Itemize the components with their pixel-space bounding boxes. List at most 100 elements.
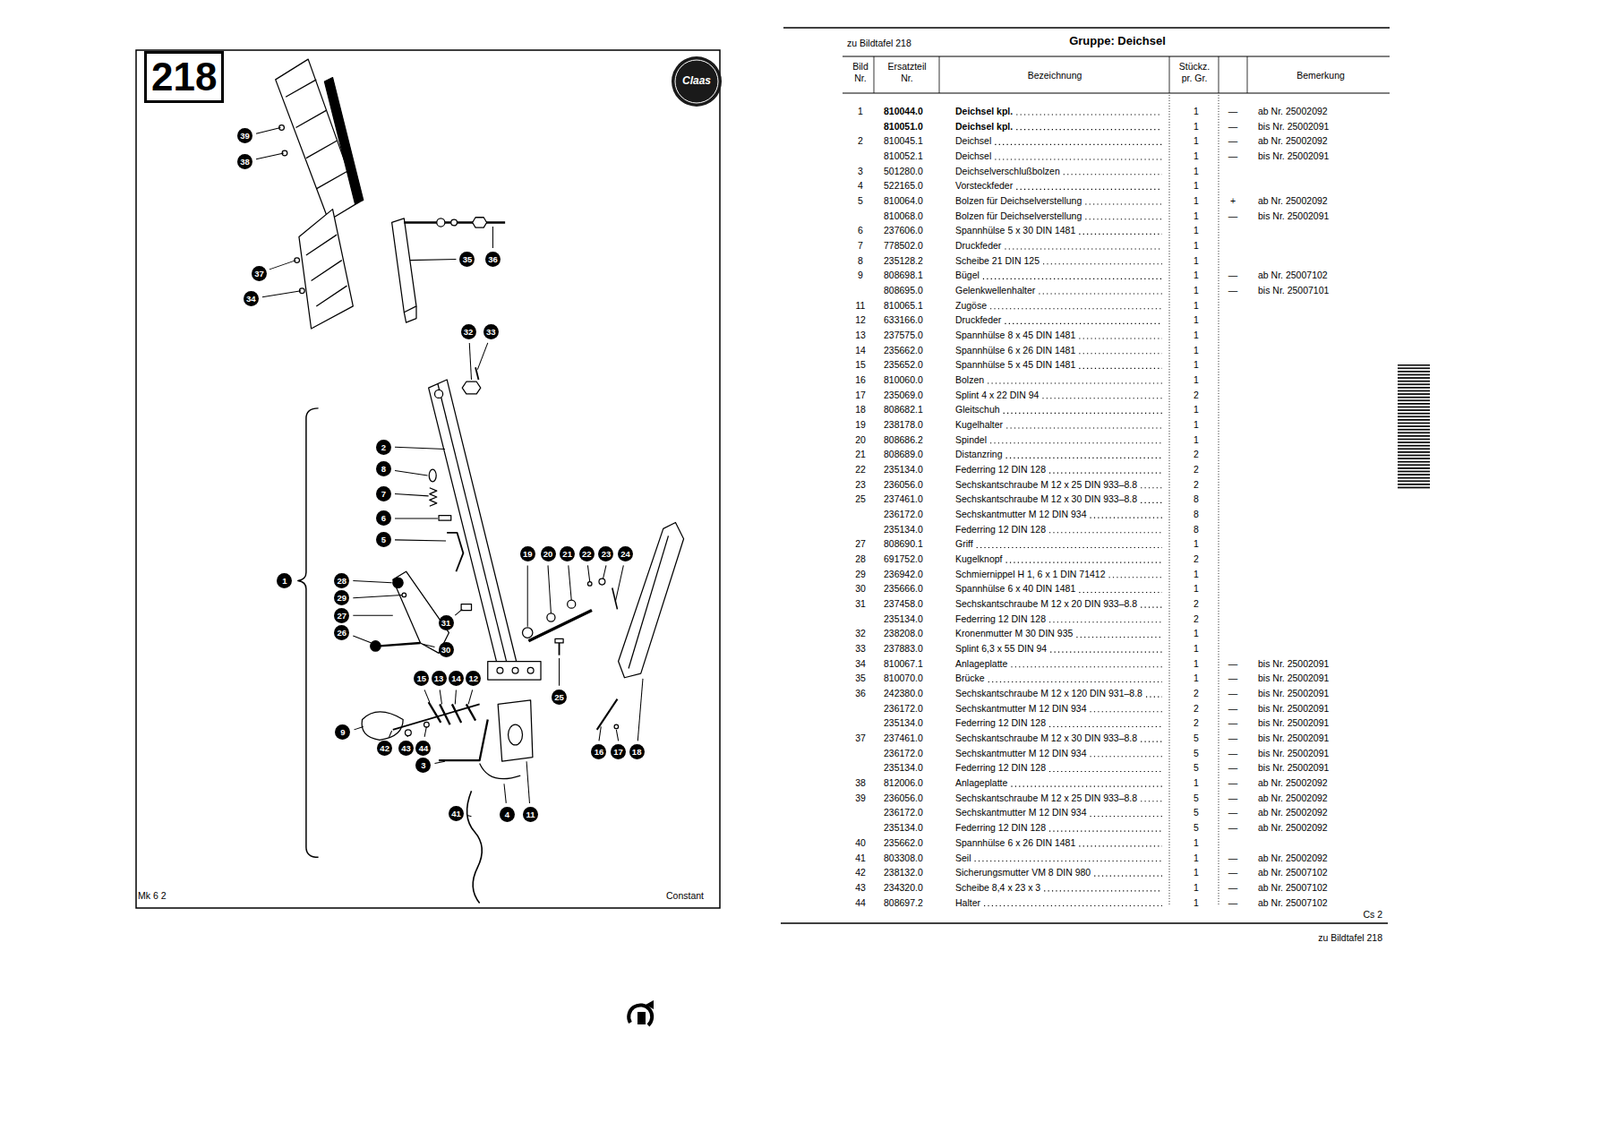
callout-number: 29 bbox=[333, 590, 350, 606]
quantity: 1 bbox=[1182, 119, 1210, 133]
callout-number: 28 bbox=[333, 573, 350, 589]
part-number: 810064.0 bbox=[883, 194, 924, 207]
change-mark: — bbox=[1223, 896, 1242, 909]
plate-frame bbox=[136, 50, 720, 908]
part-name: Deichselverschlußbolzen bbox=[955, 164, 1061, 178]
part-number: 235652.0 bbox=[883, 358, 924, 371]
dot-leader bbox=[1006, 427, 1163, 429]
figure-number: 39 bbox=[847, 791, 874, 805]
model-code: Mk 6 2 bbox=[137, 889, 167, 902]
figure-number: 12 bbox=[847, 313, 874, 326]
part-number: 237575.0 bbox=[883, 328, 924, 342]
part-number: 238132.0 bbox=[883, 865, 924, 879]
part-name: Bolzen für Deichselverstellung bbox=[955, 209, 1082, 223]
part-name: Spannhülse 6 x 26 DIN 1481 bbox=[955, 343, 1076, 357]
part-name: Gleitschuh bbox=[955, 402, 1001, 416]
quantity: 2 bbox=[1182, 686, 1210, 700]
column-header: Stückz. pr. Gr. bbox=[1173, 60, 1215, 85]
callout-number: 30 bbox=[438, 641, 454, 658]
dot-leader bbox=[1089, 517, 1163, 519]
dot-leader bbox=[1016, 128, 1163, 130]
remark: ab Nr. 25002092 bbox=[1257, 791, 1328, 805]
change-mark: — bbox=[1223, 686, 1242, 700]
change-mark: — bbox=[1223, 268, 1242, 282]
callout-number: 44 bbox=[415, 740, 431, 756]
quantity: 1 bbox=[1182, 283, 1210, 297]
part-name: Splint 6,3 x 55 DIN 94 bbox=[955, 641, 1047, 655]
dot-leader bbox=[1140, 607, 1163, 608]
dot-leader bbox=[1049, 531, 1163, 533]
part-number: 810065.1 bbox=[883, 299, 924, 312]
figure-number: 25 bbox=[847, 492, 874, 505]
part-name: Sechskantschraube M 12 x 25 DIN 933–8.8 bbox=[955, 791, 1138, 805]
column-header: Bemerkung bbox=[1296, 68, 1345, 82]
dot-leader bbox=[1049, 621, 1163, 623]
dot-leader bbox=[1010, 786, 1163, 788]
column-header: Bezeichnung bbox=[1027, 68, 1083, 82]
plate-number: 218 bbox=[151, 54, 217, 99]
part-name: Schmiernippel H 1, 6 x 1 DIN 71412 bbox=[955, 567, 1106, 581]
part-name: Sechskantschraube M 12 x 30 DIN 933–8.8 bbox=[955, 492, 1138, 505]
dot-leader bbox=[1049, 830, 1163, 832]
quantity: 1 bbox=[1182, 209, 1210, 223]
dot-leader bbox=[1078, 337, 1163, 339]
part-number: 633166.0 bbox=[883, 313, 924, 326]
change-mark: — bbox=[1223, 746, 1242, 760]
figure-number: 44 bbox=[847, 896, 874, 909]
quantity: 1 bbox=[1182, 537, 1210, 550]
callout-number: 19 bbox=[520, 546, 536, 562]
remark: ab Nr. 25002092 bbox=[1257, 194, 1328, 207]
part-name: Scheibe 8,4 x 23 x 3 bbox=[955, 881, 1041, 894]
remark: ab Nr. 25002092 bbox=[1257, 821, 1328, 834]
dot-leader bbox=[1085, 218, 1163, 220]
figure-number: 9 bbox=[847, 268, 874, 282]
callout-number: 9 bbox=[334, 724, 351, 740]
page-code: Cs 2 bbox=[1362, 907, 1383, 921]
dot-leader bbox=[1003, 412, 1163, 414]
quantity: 2 bbox=[1182, 597, 1210, 610]
dot-leader bbox=[1140, 502, 1163, 504]
remark: bis Nr. 25002091 bbox=[1257, 686, 1329, 700]
figure-number: 20 bbox=[847, 433, 874, 446]
remark: bis Nr. 25002091 bbox=[1257, 716, 1329, 729]
logo-lettering: Claas bbox=[682, 74, 711, 87]
quantity: 1 bbox=[1182, 343, 1210, 357]
figure-number: 15 bbox=[847, 358, 874, 371]
part-number: 235662.0 bbox=[883, 836, 924, 849]
part-number: 235134.0 bbox=[883, 761, 924, 774]
dot-leader bbox=[1109, 576, 1163, 578]
dot-leader bbox=[994, 144, 1163, 146]
figure-number: 36 bbox=[847, 686, 874, 700]
dot-leader bbox=[1049, 770, 1163, 772]
dot-leader bbox=[1016, 113, 1163, 115]
figure-number: 6 bbox=[847, 223, 874, 237]
plate-reference: zu Bildtafel 218 bbox=[847, 36, 912, 50]
part-name: Federring 12 DIN 128 bbox=[955, 612, 1046, 625]
dot-leader bbox=[1016, 188, 1163, 190]
change-mark: — bbox=[1223, 865, 1242, 879]
callout-number: 18 bbox=[629, 744, 645, 760]
figure-number: 31 bbox=[847, 597, 874, 610]
remark: ab Nr. 25007102 bbox=[1257, 881, 1328, 894]
table-rules bbox=[780, 27, 1390, 924]
quantity: 1 bbox=[1182, 865, 1210, 879]
part-name: Griff bbox=[955, 537, 974, 550]
part-number: 808689.0 bbox=[883, 447, 924, 461]
figure-number: 5 bbox=[847, 194, 874, 207]
quantity: 1 bbox=[1182, 313, 1210, 326]
part-number: 808697.2 bbox=[883, 896, 924, 909]
dot-leader bbox=[1006, 457, 1163, 459]
change-mark: — bbox=[1223, 119, 1242, 133]
callout-number: 15 bbox=[413, 670, 429, 686]
callout-number: 39 bbox=[237, 128, 253, 144]
part-name: Splint 4 x 22 DIN 94 bbox=[955, 388, 1039, 402]
part-name: Seil bbox=[955, 851, 972, 865]
quantity: 5 bbox=[1182, 791, 1210, 805]
model-name: Constant bbox=[666, 889, 704, 902]
dot-leader bbox=[1006, 562, 1163, 564]
part-number: 810044.0 bbox=[883, 104, 924, 118]
dot-leader bbox=[1094, 875, 1163, 877]
dot-leader bbox=[1049, 472, 1163, 474]
dot-leader bbox=[1089, 755, 1163, 757]
